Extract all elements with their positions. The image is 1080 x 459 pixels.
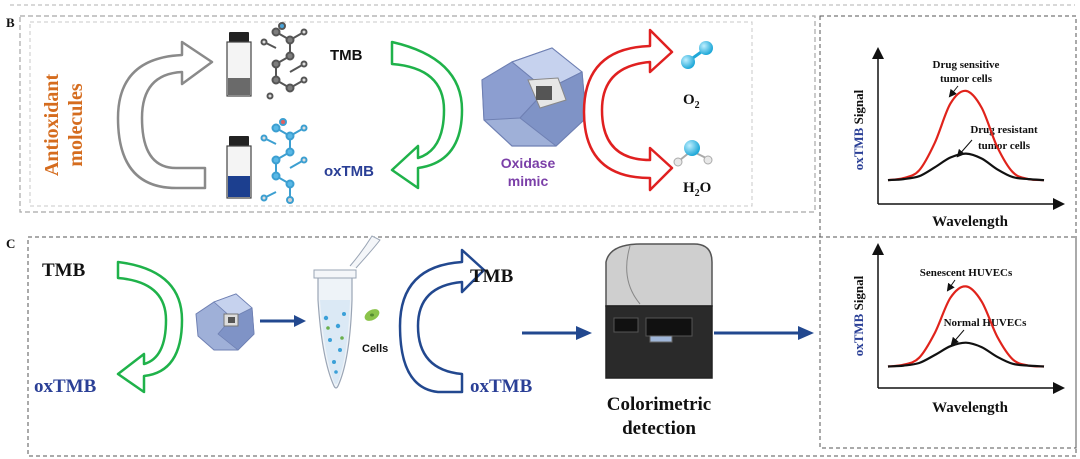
top-series1-label-line2: tumor cells: [940, 73, 993, 85]
tube-icon: [313, 235, 381, 389]
panel-b-tmb-label: TMB: [330, 47, 363, 64]
top-series-2-line: [887, 152, 1045, 182]
cell-icon: [364, 309, 380, 321]
top-ylabel: oxTMB Signal: [851, 89, 866, 170]
chart-bottom: oxTMB Signal Wavelength Senescent HUVECs…: [851, 243, 1065, 416]
bottom-series1-label: Senescent HUVECs: [920, 267, 1013, 279]
panel-b-oxtmb-label: oxTMB: [324, 163, 374, 180]
oxtmb-molecule-icon: [260, 118, 308, 204]
panel-b-inner-frame: [29, 21, 753, 207]
h2o-label: H2O: [683, 180, 711, 199]
vial-oxtmb-icon: [226, 136, 252, 199]
top-series2-label-line2: tumor cells: [978, 140, 1031, 152]
panel-b-label: B: [6, 15, 15, 30]
tmb-oxidation-arrow: [390, 40, 464, 190]
panel-c-oxidation-arrow: [116, 260, 184, 394]
oxidase-label-line1: Oxidase: [501, 155, 556, 171]
top-series1-pointer: [948, 85, 959, 98]
panel-c-frame: [27, 236, 1077, 457]
top-series2-label-line1: Drug resistant: [970, 124, 1038, 136]
bottom-series-2-line: [887, 341, 1045, 368]
oxidase-label-line2: mimic: [508, 173, 549, 189]
panel-b-frame: [19, 15, 816, 213]
antioxidant-cycle-arrow: [116, 40, 214, 190]
bottom-series-1-line: [887, 285, 1045, 368]
nanozyme-to-tube-arrowhead: [294, 315, 306, 327]
tmb-molecule-icon: [260, 22, 308, 100]
top-xlabel: Wavelength: [932, 214, 1008, 230]
o2-label: O2: [683, 92, 700, 111]
oxidase-mimic-nanozyme-icon: [481, 47, 587, 147]
oxygen-reduction-arrow: [582, 28, 674, 192]
panel-c-tmb-right-label: TMB: [470, 266, 514, 287]
oxygen-molecule-icon: [681, 41, 713, 69]
colorimetric-label-line1: Colorimetric: [607, 394, 711, 415]
top-series-1-line: [887, 89, 1045, 182]
colorimetric-label-line2: detection: [622, 418, 696, 439]
panel-c-label: C: [6, 236, 15, 251]
top-series1-label-line1: Drug sensitive: [933, 59, 1000, 71]
water-molecule-icon: [673, 140, 713, 167]
charts-frame: [819, 15, 1077, 449]
bottom-series2-pointer: [950, 329, 965, 346]
microplate-reader-icon: [605, 243, 713, 379]
panel-c-oxtmb-right-label: oxTMB: [470, 376, 533, 397]
panel-c-nanozyme-icon: [195, 293, 255, 351]
panel-c-oxtmb-left-label: oxTMB: [34, 376, 97, 397]
antioxidant-label-line1: Antioxidant: [41, 74, 63, 177]
bottom-series1-pointer: [946, 279, 956, 292]
sample-to-reader-arrowhead: [576, 326, 592, 340]
panel-c-tmb-left-label: TMB: [42, 260, 86, 281]
antioxidant-label-line2: molecules: [65, 83, 87, 167]
chart-top: oxTMB Signal Wavelength Drug sensitive t…: [851, 47, 1065, 230]
reader-to-chart-arrowhead: [798, 326, 814, 340]
vial-tmb-icon: [226, 32, 252, 97]
bottom-xlabel: Wavelength: [932, 400, 1008, 416]
cells-label: Cells: [362, 343, 388, 355]
bottom-series2-label: Normal HUVECs: [944, 317, 1028, 329]
panel-c-cell-cycle-arrow: [398, 248, 486, 394]
bottom-ylabel: oxTMB Signal: [851, 275, 866, 356]
